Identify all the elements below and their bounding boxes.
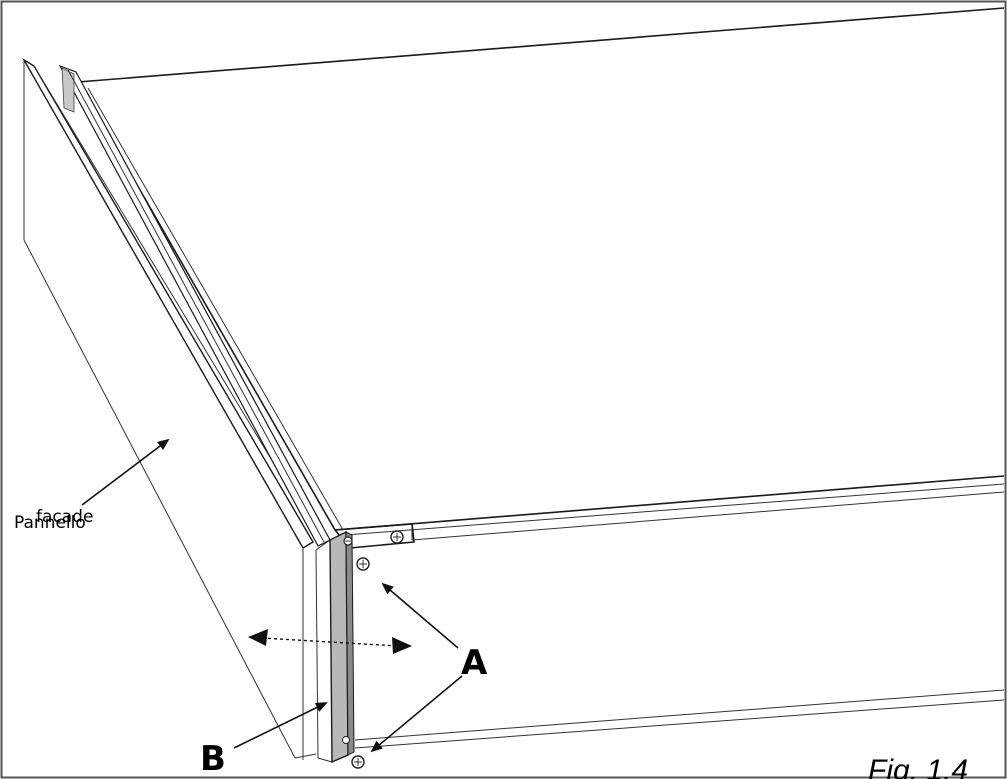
panel-label-pannello: Pannello [14,513,86,533]
front-bottom-edge [354,689,1005,749]
front-rail [334,475,1005,549]
figure-caption: Fig. 1.4 [868,754,968,779]
screw-a-lower [342,736,365,769]
corner-bracket [315,530,355,764]
screw-a-upper [356,557,370,571]
cabinet-top [77,7,1005,531]
callout-a-arrow-lower [370,675,463,753]
panel-arrow [81,438,170,506]
facade-panel [22,58,324,760]
side-wall-strip [58,64,331,547]
callout-a-label: A [461,643,488,683]
screw-top-left [343,536,353,546]
panel-label-facade: facade [36,507,93,527]
adjust-double-arrow [248,629,412,654]
callout-a-arrow-upper [381,582,459,649]
callout-b-arrow [233,702,328,749]
screw-top-right [390,530,404,544]
callout-b-label: B [200,739,226,779]
